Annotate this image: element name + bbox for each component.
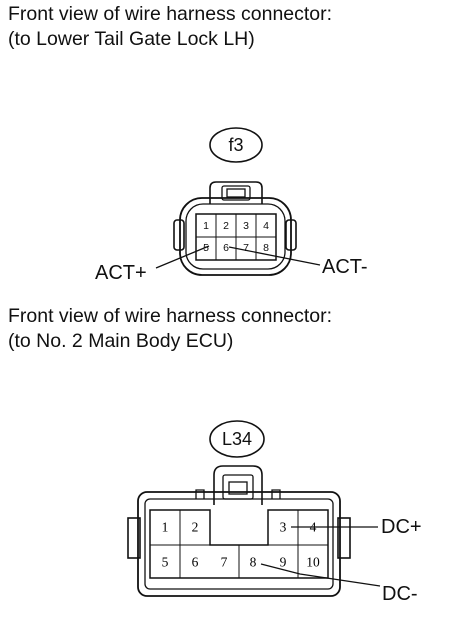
connector-f3-pin-3: 3 — [243, 220, 249, 232]
connector-l34-housing — [127, 465, 351, 597]
connector-l34-caption-line1: Front view of wire harness connector: — [8, 305, 333, 327]
dc-minus-label: DC- — [382, 583, 418, 605]
dc-minus-leader-line — [260, 563, 381, 587]
connector-l34-caption: Front view of wire harness connector: (t… — [8, 304, 332, 354]
connector-l34-pin-3: 3 — [280, 520, 287, 535]
connector-f3-caption-line2: (to Lower Tail Gate Lock LH) — [8, 28, 255, 50]
connector-l34-pin-10: 10 — [306, 555, 320, 570]
dc-plus-label: DC+ — [381, 516, 422, 538]
connector-l34-pin-2: 2 — [192, 520, 199, 535]
connector-l34-caption-line2: (to No. 2 Main Body ECU) — [8, 330, 234, 352]
connector-l34-pin-6: 6 — [192, 555, 199, 570]
connector-f3-caption: Front view of wire harness connector: (t… — [8, 2, 332, 52]
connector-f3-pin-7: 7 — [243, 242, 249, 254]
connector-f3: f3 1 2 3 4 5 6 7 8 ACT+ — [95, 127, 368, 284]
connector-f3-caption-line1: Front view of wire harness connector: — [8, 3, 333, 25]
connector-f3-pin-1: 1 — [203, 220, 209, 232]
connector-l34-code-ellipse — [209, 420, 265, 458]
connector-l34-pin-8: 8 — [250, 555, 257, 570]
connector-l34-pin-1: 1 — [162, 520, 169, 535]
connector-f3-code: f3 — [228, 135, 243, 155]
connector-f3-pin-6: 6 — [223, 242, 229, 254]
connector-f3-housing — [173, 181, 297, 276]
connector-f3-pin-4: 4 — [263, 220, 269, 232]
connector-f3-code-ellipse — [209, 127, 263, 163]
connector-l34-code: L34 — [222, 429, 252, 449]
connector-f3-pin-5: 5 — [203, 242, 209, 254]
connector-l34-pin-5: 5 — [162, 555, 169, 570]
act-plus-leader-line — [155, 245, 210, 269]
connector-l34-pin-7: 7 — [221, 555, 228, 570]
act-minus-leader-line — [228, 246, 321, 266]
connector-l34: L34 1 2 3 4 5 6 7 — [127, 420, 422, 605]
connector-f3-pin-2: 2 — [223, 220, 229, 232]
connector-l34-pin-9: 9 — [280, 555, 287, 570]
connector-f3-pin-8: 8 — [263, 242, 269, 254]
act-plus-label: ACT+ — [95, 262, 147, 284]
act-minus-label: ACT- — [322, 256, 368, 278]
